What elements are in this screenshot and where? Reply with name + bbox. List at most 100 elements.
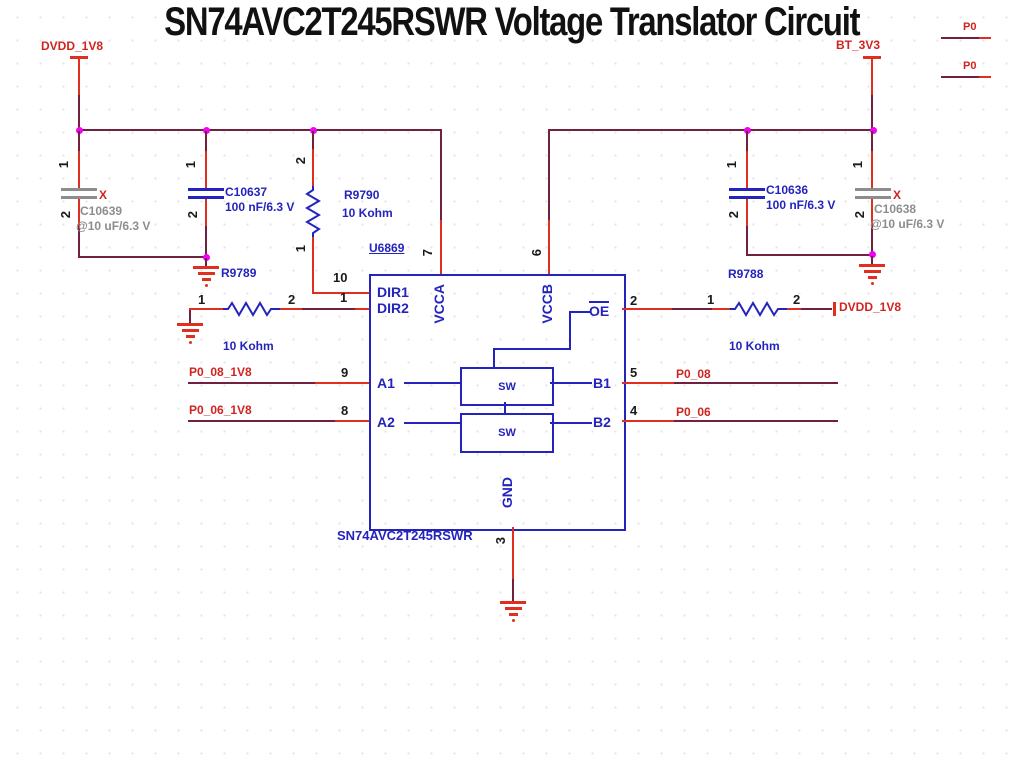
pin-number: 2: [793, 292, 801, 307]
res-pin2-stub: [312, 149, 314, 187]
capacitor-plate: [855, 188, 891, 191]
capacitor-plate: [855, 196, 891, 199]
wire: [312, 131, 314, 149]
resistor-zigzag: [730, 301, 787, 317]
offpage-wire: [941, 76, 979, 78]
ic-pin-name-b1: B1: [593, 375, 611, 391]
switch-link-wire: [504, 402, 506, 413]
pin-number: 1: [198, 292, 206, 307]
oe-internal-wire: [493, 348, 571, 350]
cap-value: @10 uF/6.3 V: [76, 219, 151, 233]
ground-symbol: [859, 264, 885, 285]
cap-pin2-stub: [746, 199, 748, 226]
pin-number: 9: [341, 365, 349, 380]
ic-pin-name-dir2: DIR2: [377, 300, 409, 316]
wire: [78, 131, 80, 151]
pin-number: 2: [293, 157, 308, 165]
capacitor-plate: [188, 196, 224, 199]
cap-value: 100 nF/6.3 V: [225, 200, 295, 214]
offpage-stub: [979, 76, 991, 78]
pin-number: 2: [58, 211, 73, 219]
cap-pin2-stub: [205, 199, 207, 226]
switch-box-1: SW: [460, 367, 554, 406]
oe-internal-wire: [570, 311, 590, 313]
power-stem-wire: [78, 95, 80, 130]
power-stem-wire: [871, 95, 873, 130]
pin-number: 3: [493, 537, 508, 545]
pin-number: 8: [341, 403, 349, 418]
resistor-zigzag: [223, 301, 280, 317]
res-pin2-stub: [280, 308, 302, 310]
power-label-dvdd-1v8: DVDD_1V8: [41, 39, 104, 53]
res-refdes: R9790: [344, 188, 380, 202]
pin-number: 5: [630, 365, 638, 380]
wire: [746, 131, 748, 151]
capacitor-plate: [61, 188, 97, 191]
res-refdes: R9789: [221, 266, 257, 280]
pin-number: 1: [340, 290, 348, 305]
wire: [871, 256, 873, 264]
wire: [188, 382, 315, 384]
net-label-p0-06-1v8: P0_06_1V8: [189, 403, 252, 417]
wire: [801, 308, 832, 310]
junction-dot: [310, 127, 317, 134]
switch-box-2: SW: [460, 413, 554, 453]
ic-pin-name-gnd: GND: [499, 477, 515, 509]
cap-refdes: C10637: [225, 185, 268, 199]
junction-dot: [869, 251, 876, 258]
res-pin2-stub: [787, 308, 801, 310]
a1-internal-wire: [404, 382, 460, 384]
ic-pin-name-vcca: VCCA: [431, 284, 447, 324]
ic-outline: [369, 274, 626, 531]
wire: [746, 254, 873, 256]
dni-x-marker: X: [893, 188, 902, 202]
res-pin1-stub: [712, 308, 730, 310]
pin-number: 1: [850, 161, 865, 169]
a1-pin-stub: [315, 382, 370, 384]
offpage-stub: [979, 37, 991, 39]
pin-number: 2: [288, 292, 296, 307]
junction-dot: [203, 127, 210, 134]
pin-number: 7: [420, 249, 435, 257]
cap-pin2-stub: [871, 199, 873, 226]
junction-dot: [870, 127, 877, 134]
pin-number: 1: [724, 161, 739, 169]
cap-value: 100 nF/6.3 V: [766, 198, 836, 212]
pin-number: 1: [56, 161, 71, 169]
offpage-wire: [941, 37, 979, 39]
vcca-pin-stub: [440, 220, 442, 276]
res-pin1-stub: [189, 308, 223, 310]
vccb-pin-stub: [548, 220, 550, 276]
ic-refdes: U6869: [369, 241, 405, 255]
pin-number: 2: [852, 211, 867, 219]
a2-pin-stub: [335, 420, 370, 422]
wire: [440, 131, 442, 220]
oe-internal-wire: [569, 311, 571, 350]
pin-number: 6: [529, 249, 544, 257]
pin-number: 10: [333, 270, 348, 285]
pin-number: 1: [293, 245, 308, 253]
wire: [548, 131, 550, 220]
ground-symbol: [177, 323, 203, 344]
cap-pin1-stub: [871, 151, 873, 189]
power-symbol-bar: [70, 56, 88, 59]
port-bar: [833, 302, 836, 316]
cap-pin1-stub: [78, 151, 80, 189]
resistor-zigzag: [305, 186, 321, 238]
schematic-title: SN74AVC2T245RSWR Voltage Translator Circ…: [164, 0, 860, 44]
cap-refdes: C10638: [874, 202, 917, 216]
gnd-pin-stub: [512, 527, 514, 579]
wire: [746, 226, 748, 255]
dni-x-marker: X: [99, 188, 108, 202]
wire: [78, 256, 207, 258]
junction-dot: [76, 127, 83, 134]
b1-pin-stub: [622, 382, 674, 384]
offpage-label-p0: P0: [963, 21, 977, 33]
wire: [188, 420, 335, 422]
wire: [512, 579, 514, 601]
cap-refdes: C10636: [766, 183, 809, 197]
wire: [205, 131, 207, 151]
capacitor-plate: [188, 188, 224, 191]
pin-number: 4: [630, 403, 638, 418]
power-label-bt-3v3: BT_3V3: [836, 38, 881, 52]
